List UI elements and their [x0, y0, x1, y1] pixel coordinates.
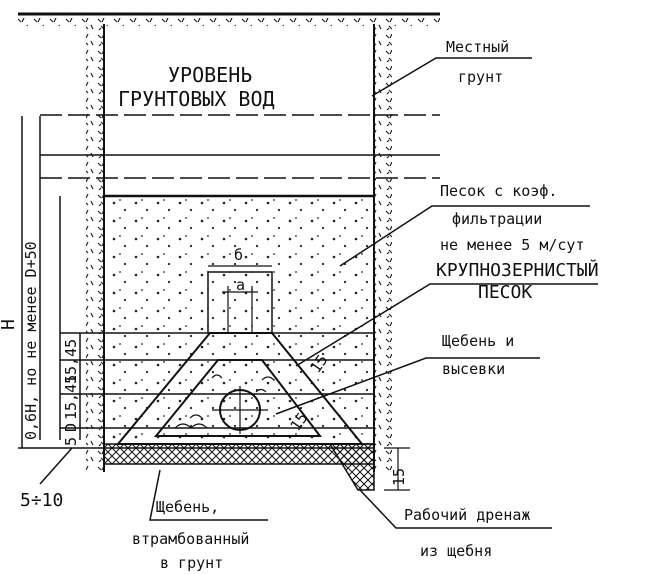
range-label: 5÷10: [20, 490, 63, 511]
label-rammed-2: втрамбованный: [132, 530, 249, 548]
dim-a-label: а: [236, 276, 245, 294]
ground-surface: [18, 12, 440, 26]
dim-H-label: H: [0, 319, 19, 330]
dim-D-label: D: [62, 423, 80, 432]
label-gravel-2: высевки: [442, 360, 505, 378]
trench-right-wall: [373, 24, 392, 472]
label-coarse-1: КРУПНОЗЕРНИСТЫЙ: [436, 259, 599, 281]
label-gravel-1: Щебень и: [442, 332, 514, 350]
label-local-soil-1: Местный: [446, 38, 509, 56]
dim-1545-label-1: 15,45: [62, 339, 80, 384]
dim-1545-label-2: 15,45: [62, 375, 80, 420]
leader-lines: [39, 57, 598, 529]
label-sand-2: фильтрации: [452, 210, 542, 228]
gravel-trapezoid: [153, 359, 323, 437]
label-sand-1: Песок с коэф.: [440, 182, 557, 200]
label-drain-1: Рабочий дренаж: [404, 506, 530, 524]
label-local-soil-2: грунт: [458, 68, 503, 86]
dimension-base-right: [384, 447, 410, 491]
dim-b-label: б: [234, 246, 243, 264]
rammed-gravel-base: [103, 443, 375, 491]
drain-pipe-icon: [212, 386, 268, 434]
label-coarse-2: ПЕСОК: [478, 282, 532, 303]
dimension-lines-left: [21, 116, 81, 448]
groundwater-lines: [40, 114, 440, 179]
label-rammed-3: в грунт: [160, 554, 223, 572]
trench-left-wall: [86, 24, 105, 472]
label-sand-3: не менее 5 м/сут: [440, 236, 585, 254]
label-groundwater-2: ГРУНТОВЫХ ВОД: [118, 87, 275, 111]
dim-5-label: 5: [62, 437, 80, 446]
dim-height-label: 0,6H, но не менее D+50: [22, 241, 40, 440]
label-drain-2: из щебня: [420, 542, 492, 560]
label-rammed-1: Щебень,: [156, 498, 219, 516]
dimension-b-a: [208, 265, 272, 293]
dim-15-base-label: 15: [390, 468, 408, 486]
label-groundwater-1: УРОВЕНЬ: [168, 63, 252, 87]
sand-fill: [104, 194, 374, 444]
